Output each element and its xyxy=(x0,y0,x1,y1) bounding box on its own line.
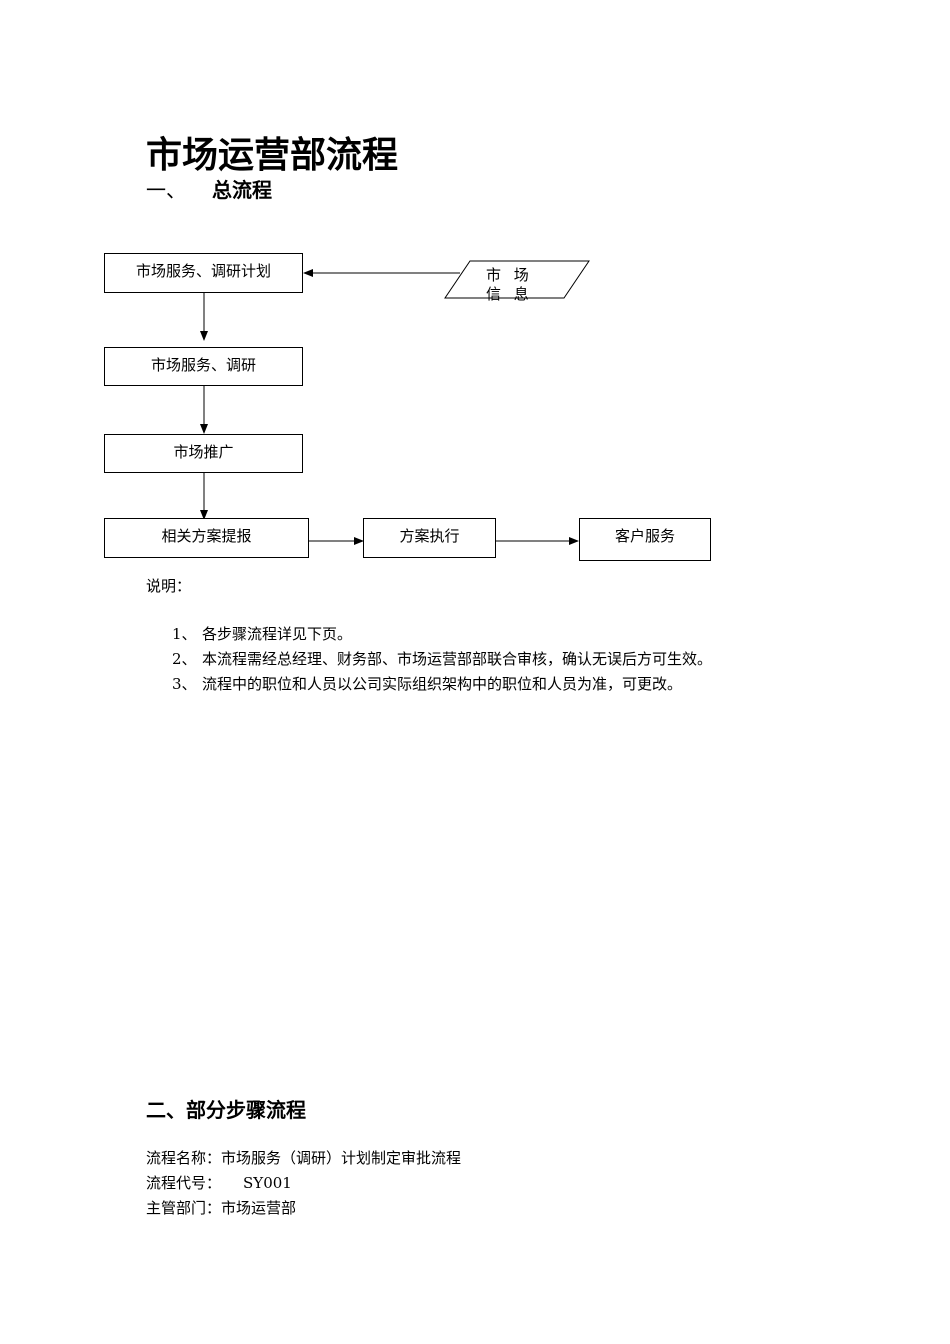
notes-item-index: 1、 xyxy=(172,625,197,643)
flow-box-service: 客户服务 xyxy=(579,518,711,561)
flow-box-plan: 市场服务、调研计划 xyxy=(104,253,303,293)
section-title: 总流程 xyxy=(212,178,272,202)
process-code-label: 流程代号： xyxy=(146,1174,222,1192)
flow-box-execution: 方案执行 xyxy=(363,518,496,558)
notes-title: 说明： xyxy=(146,577,192,595)
flow-info-label: 市 场 信 息 xyxy=(486,266,533,303)
notes-item-index: 3、 xyxy=(172,675,197,693)
process-dept-line: 主管部门：市场运营部 xyxy=(146,1197,296,1218)
notes-item: 3、流程中的职位和人员以公司实际组织架构中的职位和人员为准，可更改。 xyxy=(172,673,712,698)
flowchart-connectors xyxy=(200,260,590,545)
notes-item-text: 各步骤流程详见下页。 xyxy=(202,625,353,643)
process-name-label: 流程名称： xyxy=(146,1149,222,1167)
notes-item: 2、本流程需经总经理、财务部、市场运营部部联合审核，确认无误后方可生效。 xyxy=(172,648,712,673)
process-code-line: 流程代号： SY001 xyxy=(146,1172,292,1193)
notes-item: 1、各步骤流程详见下页。 xyxy=(172,623,712,648)
section-heading-partial-steps: 二、部分步骤流程 xyxy=(146,1098,306,1122)
notes-item-text: 本流程需经总经理、财务部、市场运营部部联合审核，确认无误后方可生效。 xyxy=(202,650,713,668)
notes-item-index: 2、 xyxy=(172,650,197,668)
flow-box-research: 市场服务、调研 xyxy=(104,347,303,386)
process-name-value: 市场服务（调研）计划制定审批流程 xyxy=(221,1149,462,1167)
notes-item-text: 流程中的职位和人员以公司实际组织架构中的职位和人员为准，可更改。 xyxy=(202,675,683,693)
process-name-line: 流程名称：市场服务（调研）计划制定审批流程 xyxy=(146,1147,461,1168)
section-heading-overall-flow: 一、 总流程 xyxy=(146,174,272,203)
page-title: 市场运营部流程 xyxy=(146,135,399,176)
flow-box-proposal: 相关方案提报 xyxy=(104,518,309,558)
process-dept-label: 主管部门： xyxy=(146,1199,222,1217)
process-code-value: SY001 xyxy=(243,1174,292,1192)
flow-box-promotion: 市场推广 xyxy=(104,434,303,473)
section-number: 一、 xyxy=(146,178,186,202)
process-dept-value: 市场运营部 xyxy=(221,1199,297,1217)
info-parallelogram xyxy=(444,260,590,299)
notes-list: 1、各步骤流程详见下页。 2、本流程需经总经理、财务部、市场运营部部联合审核，确… xyxy=(172,623,712,698)
